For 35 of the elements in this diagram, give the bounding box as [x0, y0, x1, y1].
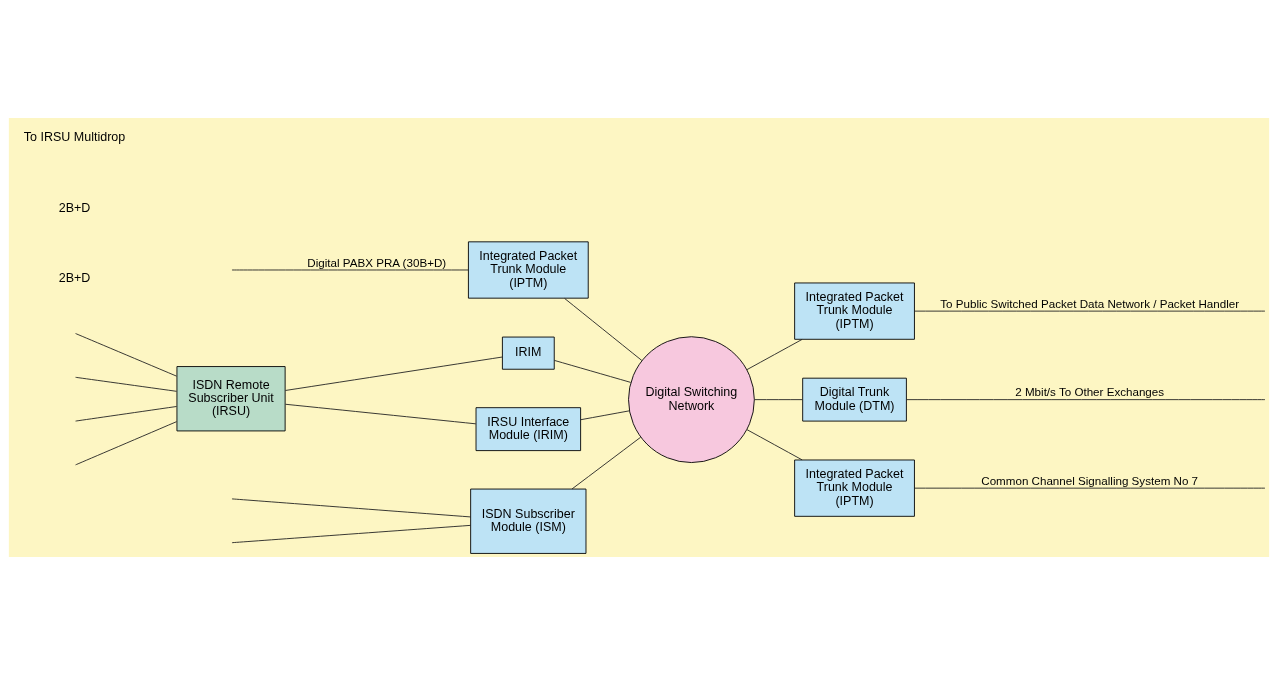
connector [285, 356, 503, 391]
edge-label: To Public Switched Packet Data Network / Packet Handler [940, 296, 1240, 310]
connector [906, 399, 1266, 401]
connector [914, 310, 1266, 312]
connector [75, 333, 177, 377]
node-box: ISDN Subscriber Module (ISM) [470, 488, 587, 554]
connector [553, 359, 632, 383]
node-box: ISDN Remote Subscriber Unit (IRSU) [176, 366, 286, 432]
edge-label: Digital PABX PRA (30B+D) [307, 255, 447, 269]
connector [580, 410, 630, 421]
connector [75, 376, 177, 392]
connector [231, 524, 471, 544]
node-box: Digital Trunk Module (DTM) [802, 377, 907, 422]
connector [231, 269, 469, 271]
edge-label: Common Channel Signalling System No 7 [981, 473, 1199, 487]
connector [231, 498, 471, 518]
node-box: Integrated Packet Trunk Module (IPTM) [794, 282, 915, 340]
node-box: Integrated Packet Trunk Module (IPTM) [467, 241, 589, 299]
label: To IRSU Multidrop [23, 129, 126, 144]
label: 2B+D [58, 271, 91, 286]
connector [746, 338, 803, 371]
node-box: IRSU Interface Module (IRIM) [475, 407, 582, 452]
node-box: Integrated Packet Trunk Module (IPTM) [794, 459, 915, 517]
connector [285, 403, 477, 425]
connector [564, 298, 643, 361]
connector [754, 399, 803, 401]
connector [746, 429, 803, 461]
node-box: IRIM [501, 336, 555, 370]
connector [75, 421, 177, 466]
node-circle: Digital Switching Network [628, 336, 755, 463]
connector [571, 436, 642, 490]
edge-label: 2 Mbit/s To Other Exchanges [1015, 385, 1165, 399]
connector [75, 406, 177, 422]
label: 2B+D [58, 200, 91, 215]
connector [914, 487, 1266, 489]
